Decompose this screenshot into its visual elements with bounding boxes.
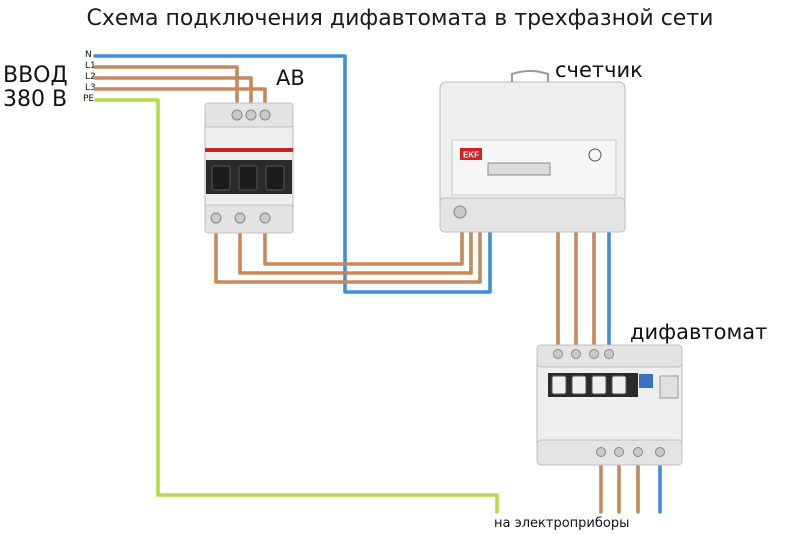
breaker-terminal-screw-3: [259, 109, 271, 121]
phase-wire-l1-breaker-to-meter: [214, 230, 482, 284]
breaker-out-screw-2: [234, 212, 246, 224]
phase-wire-l3-breaker-to-meter: [263, 230, 464, 266]
wire-tag-pe: PE: [83, 94, 95, 104]
meter-hanger: [511, 70, 549, 82]
breaker-out-screw-1: [210, 212, 222, 224]
rcbo-label: дифавтомат: [630, 320, 768, 344]
meter-brand-badge: [460, 148, 482, 160]
neutral-wire-supply: [93, 54, 492, 294]
rcbo-in-screw-1: [553, 349, 563, 359]
wire-tag-n: N: [85, 50, 92, 60]
wire-tag-l3: L3: [85, 83, 96, 93]
meter-counter-display: [487, 162, 551, 176]
meter-label: счетчик: [555, 58, 643, 82]
rcbo-bottom-terminals: [536, 439, 683, 466]
input-label-line1: ВВОД: [3, 63, 68, 88]
wire-tag-l2: L2: [85, 72, 96, 82]
breaker-bottom-terminals: [204, 204, 294, 234]
pe-wire: [94, 98, 499, 514]
breaker-out-screw-3: [259, 212, 271, 224]
breaker-lever-1: [211, 165, 231, 191]
breaker-terminal-screw-1: [231, 109, 243, 121]
rcbo-out-screw-n: [655, 447, 665, 457]
rcbo-out-screw-3: [633, 447, 643, 457]
circuit-breaker: [204, 102, 294, 234]
rcbo-lever-2: [571, 375, 587, 395]
meter-brand-text: EKF: [463, 151, 479, 160]
rcbo-in-screw-n: [604, 349, 614, 359]
rcbo-device: [536, 344, 683, 466]
rcbo-lever-4: [611, 375, 627, 395]
rcbo-out-screw-2: [614, 447, 624, 457]
diagram-title: Схема подключения дифавтомата в трехфазн…: [86, 6, 714, 31]
rcbo-lever-3: [591, 375, 607, 395]
rcbo-in-screw-2: [571, 349, 581, 359]
breaker-label: АВ: [276, 66, 305, 90]
rcbo-differential-module: [659, 375, 679, 399]
rcbo-lever-1: [551, 375, 567, 395]
phase-wire-l2-supply: [93, 76, 253, 109]
breaker-terminal-screw-2: [245, 109, 257, 121]
breaker-lever-2: [238, 165, 258, 191]
phase-wire-l1-supply: [93, 65, 239, 109]
meter-indicator-led: [588, 148, 602, 162]
input-label-line2: 380 В: [3, 87, 68, 112]
wire-tag-l1: L1: [85, 61, 96, 71]
electricity-meter: EKF: [439, 70, 626, 233]
phase-wire-l3-supply: [93, 87, 267, 109]
output-label: на электроприборы: [494, 516, 630, 531]
breaker-lever-3: [265, 165, 285, 191]
meter-seal-screw: [453, 205, 467, 219]
rcbo-out-screw-1: [596, 447, 606, 457]
rcbo-in-screw-3: [589, 349, 599, 359]
phase-wire-l2-breaker-to-meter: [238, 230, 473, 275]
rcbo-test-button: [639, 374, 653, 388]
breaker-brand-stripe: [205, 148, 293, 152]
meter-terminal-cover: [439, 197, 626, 233]
